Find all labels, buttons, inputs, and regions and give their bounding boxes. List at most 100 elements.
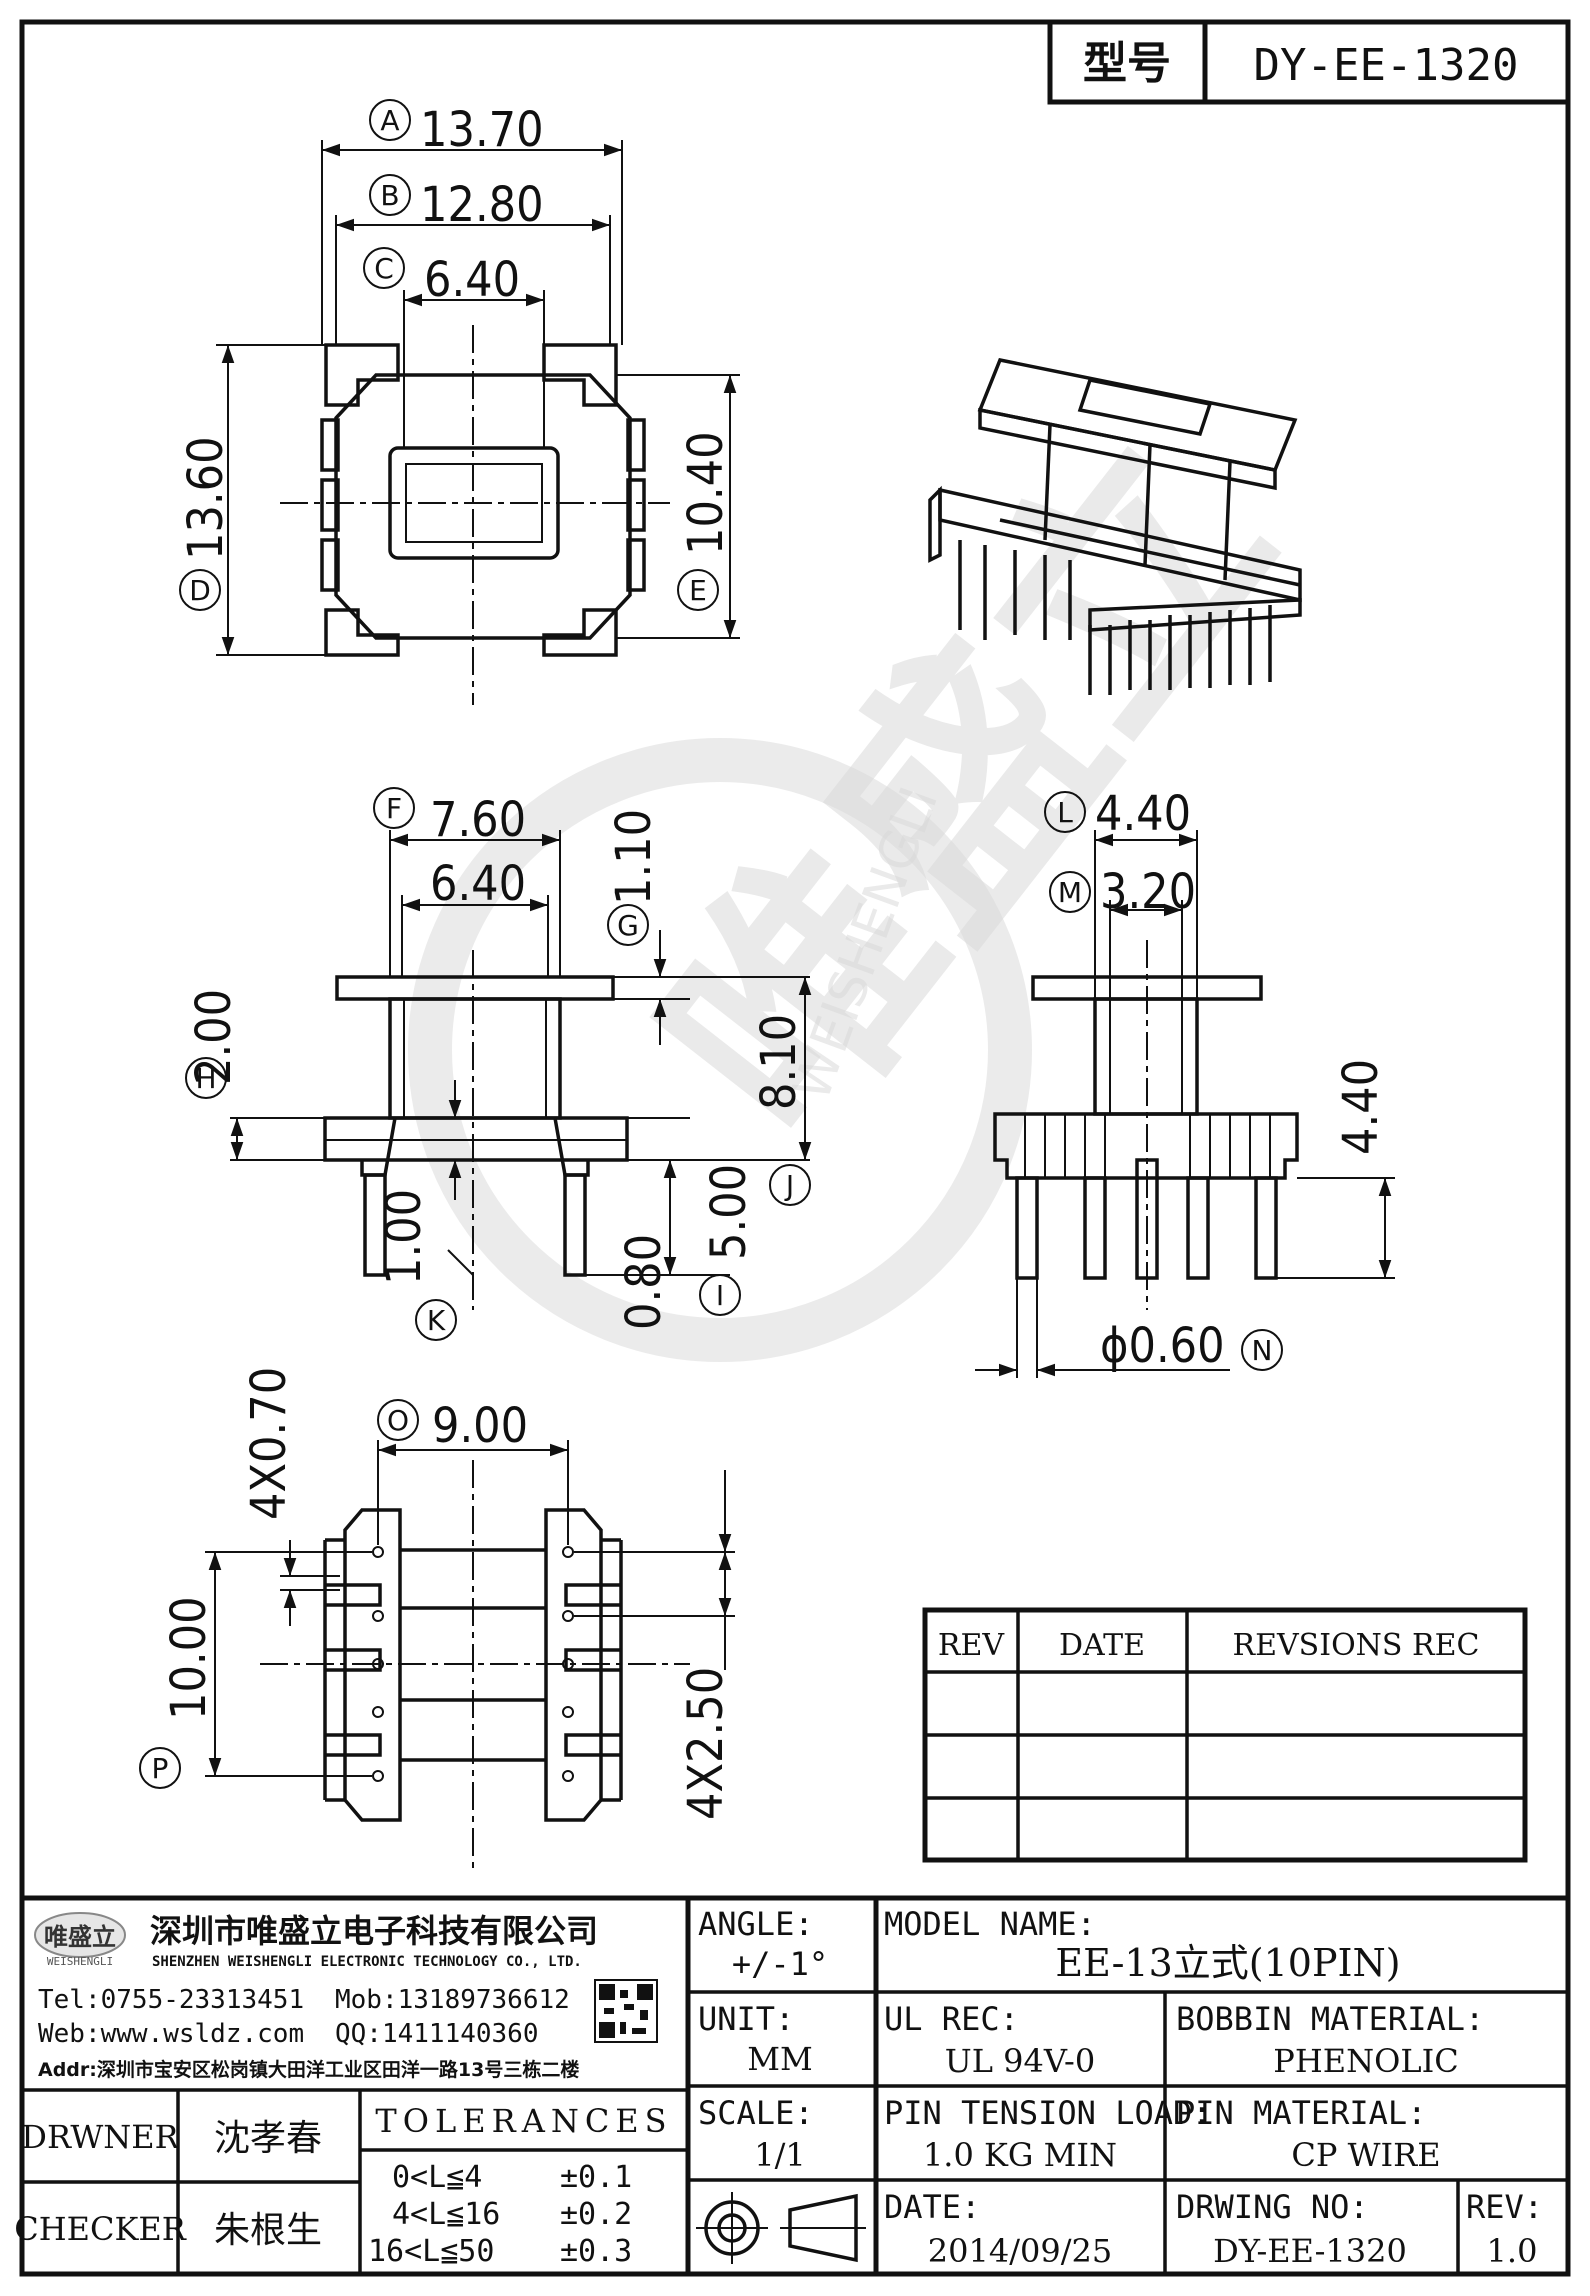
dim-N: ϕ0.60 N [1100, 1318, 1283, 1374]
svg-text:E: E [689, 574, 707, 607]
rev-col-date: DATE [1059, 1628, 1145, 1663]
header-model-value: DY-EE-1320 [1254, 40, 1519, 91]
svg-text:10.00: 10.00 [161, 1596, 217, 1720]
dim-F: F 7.60 6.40 [373, 787, 526, 912]
angle-label: ANGLE: [698, 1905, 814, 1943]
projection-symbol-icon [696, 2192, 866, 2264]
svg-text:I: I [716, 1279, 724, 1312]
svg-text:8.10: 8.10 [751, 1014, 807, 1110]
pin-tension-value: 1.0 KG MIN [923, 2136, 1117, 2174]
company-mob: Mob:13189736612 [335, 1985, 570, 2015]
pin-material-label: PIN MATERIAL: [1176, 2094, 1426, 2132]
svg-text:G: G [617, 909, 639, 942]
dim-C: C 6.40 [363, 247, 520, 308]
scale-value: 1/1 [754, 2136, 806, 2174]
svg-text:4.40: 4.40 [1333, 1059, 1389, 1155]
dim-K: 1.00 K [376, 1189, 457, 1341]
tol-value-0: ±0.1 [560, 2160, 632, 2195]
company-addr: Addr:深圳市宝安区松岗镇大田洋工业区田洋一路13号三栋二楼 [38, 2058, 579, 2081]
svg-text:1.10: 1.10 [606, 809, 662, 905]
unit-value: MM [747, 2040, 813, 2078]
dim-L: L 4.40 [1044, 786, 1191, 842]
drwing-no-label: DRWING NO: [1176, 2188, 1369, 2226]
company-web: Web:www.wsldz.com [38, 2019, 304, 2049]
drawer-name: 沈孝春 [214, 2118, 322, 2159]
dim-pin-pitch: 4X2.50 [678, 1667, 734, 1820]
dim-side-height: 4.40 [1333, 1059, 1389, 1155]
ul-value: UL 94V-0 [945, 2042, 1095, 2080]
svg-text:O: O [387, 1404, 409, 1437]
bobbin-value: PHENOLIC [1273, 2042, 1458, 2080]
drwing-no-value: DY-EE-1320 [1213, 2232, 1407, 2270]
company-name-en: SHENZHEN WEISHENGLI ELECTRONIC TECHNOLOG… [152, 1954, 582, 1970]
pin-material-value: CP WIRE [1291, 2136, 1440, 2174]
svg-text:5.00: 5.00 [701, 1164, 757, 1260]
dim-A: A 13.70 [369, 99, 544, 158]
company-name-cn: 深圳市唯盛立电子科技有限公司 [150, 1912, 598, 1950]
tol-range-1: 4<L≦16 [392, 2197, 500, 2232]
dim-total-height: 8.10 [751, 1014, 807, 1110]
revision-table: REV DATE REVSIONS REC [922, 1607, 1528, 1863]
scale-label: SCALE: [698, 2094, 814, 2132]
dim-D: 13.60 D [178, 436, 234, 611]
svg-text:WEISHENGLI: WEISHENGLI [47, 1955, 113, 1968]
unit-label: UNIT: [698, 2000, 794, 2038]
dim-P: 10.00 P [139, 1596, 217, 1789]
dim-I: 0.80 5.00 I [616, 1164, 757, 1330]
svg-text:4.40: 4.40 [1095, 786, 1191, 842]
svg-text:C: C [374, 252, 394, 285]
svg-text:9.00: 9.00 [432, 1398, 528, 1454]
dim-B: B 12.80 [369, 174, 544, 233]
rev-col-rec: REVSIONS REC [1233, 1628, 1480, 1663]
tolerances-label: TOLERANCES [375, 2102, 672, 2140]
rev-label: REV: [1466, 2188, 1543, 2226]
svg-text:L: L [1057, 796, 1073, 829]
company-tel: Tel:0755-23313451 [38, 1985, 304, 2015]
svg-text:4X0.70: 4X0.70 [241, 1367, 297, 1520]
bobbin-label: BOBBIN MATERIAL: [1176, 2000, 1484, 2038]
svg-text:唯盛立: 唯盛立 [44, 1923, 116, 1951]
front-view: F 7.60 6.40 1.10 G 2.00 H 8.10 J 1.00 K … [185, 787, 812, 1341]
dim-O: O 9.00 [377, 1398, 528, 1454]
svg-text:F: F [386, 792, 402, 825]
svg-text:J: J [784, 1169, 794, 1202]
rev-value: 1.0 [1487, 2232, 1538, 2270]
isometric-view [928, 357, 1302, 695]
dim-E: 10.40 E [677, 431, 734, 611]
qr-code-icon [594, 1979, 658, 2043]
dim-G: 1.10 G [606, 809, 662, 946]
svg-text:D: D [189, 574, 211, 607]
svg-text:1.00: 1.00 [376, 1189, 432, 1285]
dim-M: M 3.20 [1049, 864, 1196, 920]
header-model-label: 型号 [1083, 38, 1171, 89]
side-view: L 4.40 M 3.20 4.40 ϕ0.60 N [975, 786, 1395, 1378]
top-view: A 13.70 B 12.80 C 6.40 13.60 D 10.40 E [178, 99, 740, 705]
company-logo: 唯盛立 WEISHENGLI [34, 1912, 126, 1968]
angle-value: +/-1° [732, 1945, 828, 1983]
svg-text:M: M [1058, 876, 1082, 909]
title-block: 唯盛立 WEISHENGLI 深圳市唯盛立电子科技有限公司 SHENZHEN W… [14, 1895, 1568, 2274]
svg-text:ϕ0.60: ϕ0.60 [1100, 1318, 1225, 1374]
svg-text:H: H [195, 1062, 216, 1095]
tol-range-2: 16<L≦50 [368, 2234, 494, 2269]
rev-col-rev: REV [938, 1628, 1005, 1663]
svg-text:7.60: 7.60 [430, 792, 526, 848]
svg-text:6.40: 6.40 [424, 252, 520, 308]
company-qq: QQ:1411140360 [335, 2019, 539, 2049]
svg-text:13.70: 13.70 [420, 102, 544, 158]
svg-text:N: N [1252, 1334, 1273, 1367]
dim-J: J [769, 1164, 811, 1206]
bottom-view: O 9.00 4X0.70 10.00 P 4X2.50 [139, 1367, 735, 1870]
model-name-value: EE-13立式(10PIN) [1055, 1941, 1400, 1985]
tol-value-2: ±0.3 [560, 2234, 632, 2269]
date-label: DATE: [884, 2188, 980, 2226]
svg-text:4X2.50: 4X2.50 [678, 1667, 734, 1820]
date-value: 2014/09/25 [928, 2232, 1112, 2270]
tol-range-0: 0<L≦4 [392, 2160, 482, 2195]
svg-text:0.80: 0.80 [616, 1234, 672, 1330]
tol-value-1: ±0.2 [560, 2197, 632, 2232]
svg-text:13.60: 13.60 [178, 436, 234, 560]
drawer-label: DRWNER [21, 2118, 179, 2156]
svg-text:2.00: 2.00 [186, 989, 242, 1085]
